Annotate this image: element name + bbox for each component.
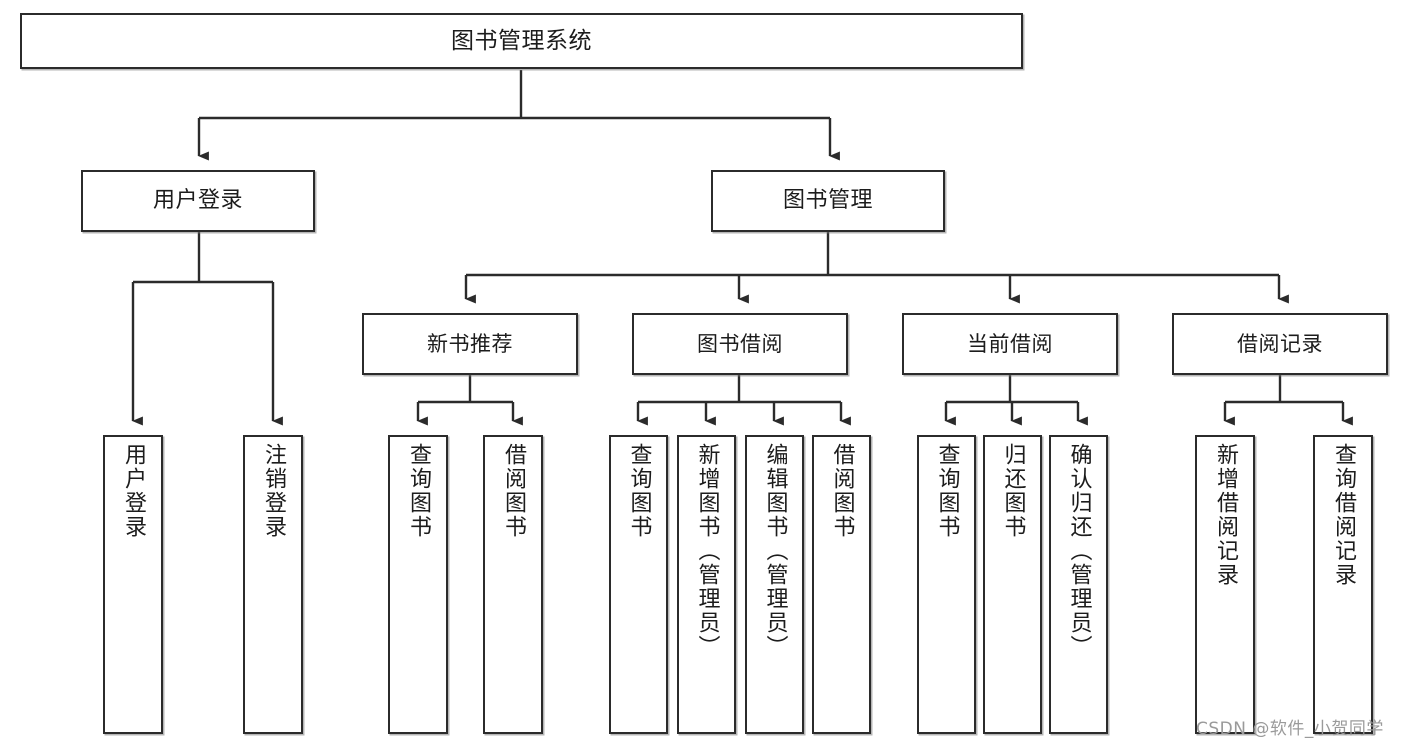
node-label: 新增借阅记录 bbox=[1212, 443, 1238, 587]
node-label: 查询图书 bbox=[405, 443, 431, 539]
leaf-add-borrow-record[interactable]: 新增借阅记录 bbox=[1195, 435, 1255, 734]
leaf-borrow-book-recommend[interactable]: 借阅图书 bbox=[483, 435, 543, 734]
node-book-borrow[interactable]: 图书借阅 bbox=[632, 313, 848, 375]
leaf-edit-book[interactable]: 编辑图书（管理员） bbox=[745, 435, 804, 734]
node-label: 注销登录 bbox=[260, 443, 286, 539]
csdn-watermark: CSDN @软件_小贺同学 bbox=[1196, 719, 1384, 739]
node-label: 新增图书（管理员） bbox=[694, 443, 720, 659]
node-label: 图书管理系统 bbox=[451, 27, 592, 54]
leaf-borrow-book[interactable]: 借阅图书 bbox=[812, 435, 871, 734]
leaf-query-book-borrow[interactable]: 查询图书 bbox=[609, 435, 668, 734]
node-label: 确认归还（管理员） bbox=[1066, 443, 1092, 659]
node-label: 图书借阅 bbox=[697, 331, 783, 356]
leaf-confirm-return[interactable]: 确认归还（管理员） bbox=[1049, 435, 1108, 734]
leaf-user-login[interactable]: 用户登录 bbox=[103, 435, 163, 734]
leaf-query-book-recommend[interactable]: 查询图书 bbox=[388, 435, 448, 734]
node-label: 借阅记录 bbox=[1237, 331, 1323, 356]
node-label: 当前借阅 bbox=[967, 331, 1053, 356]
node-user-login[interactable]: 用户登录 bbox=[81, 170, 315, 232]
node-label: 图书管理 bbox=[782, 188, 873, 214]
leaf-add-book[interactable]: 新增图书（管理员） bbox=[677, 435, 736, 734]
node-label: 新书推荐 bbox=[427, 331, 513, 356]
node-label: 借阅图书 bbox=[500, 443, 526, 539]
node-current-borrow[interactable]: 当前借阅 bbox=[902, 313, 1118, 375]
node-label: 用户登录 bbox=[120, 443, 146, 539]
node-label: 查询图书 bbox=[934, 443, 960, 539]
node-label: 用户登录 bbox=[152, 188, 243, 214]
node-label: 编辑图书（管理员） bbox=[762, 443, 788, 659]
node-label: 借阅图书 bbox=[829, 443, 855, 539]
node-borrow-record[interactable]: 借阅记录 bbox=[1172, 313, 1388, 375]
leaf-query-book-current[interactable]: 查询图书 bbox=[917, 435, 976, 734]
node-root-system[interactable]: 图书管理系统 bbox=[20, 13, 1023, 69]
node-label: 查询图书 bbox=[626, 443, 652, 539]
node-label: 查询借阅记录 bbox=[1330, 443, 1356, 587]
node-label: 归还图书 bbox=[1000, 443, 1026, 539]
leaf-logout[interactable]: 注销登录 bbox=[243, 435, 303, 734]
leaf-query-borrow-record[interactable]: 查询借阅记录 bbox=[1313, 435, 1373, 734]
leaf-return-book[interactable]: 归还图书 bbox=[983, 435, 1042, 734]
node-new-book-recommend[interactable]: 新书推荐 bbox=[362, 313, 578, 375]
node-book-manage[interactable]: 图书管理 bbox=[711, 170, 945, 232]
